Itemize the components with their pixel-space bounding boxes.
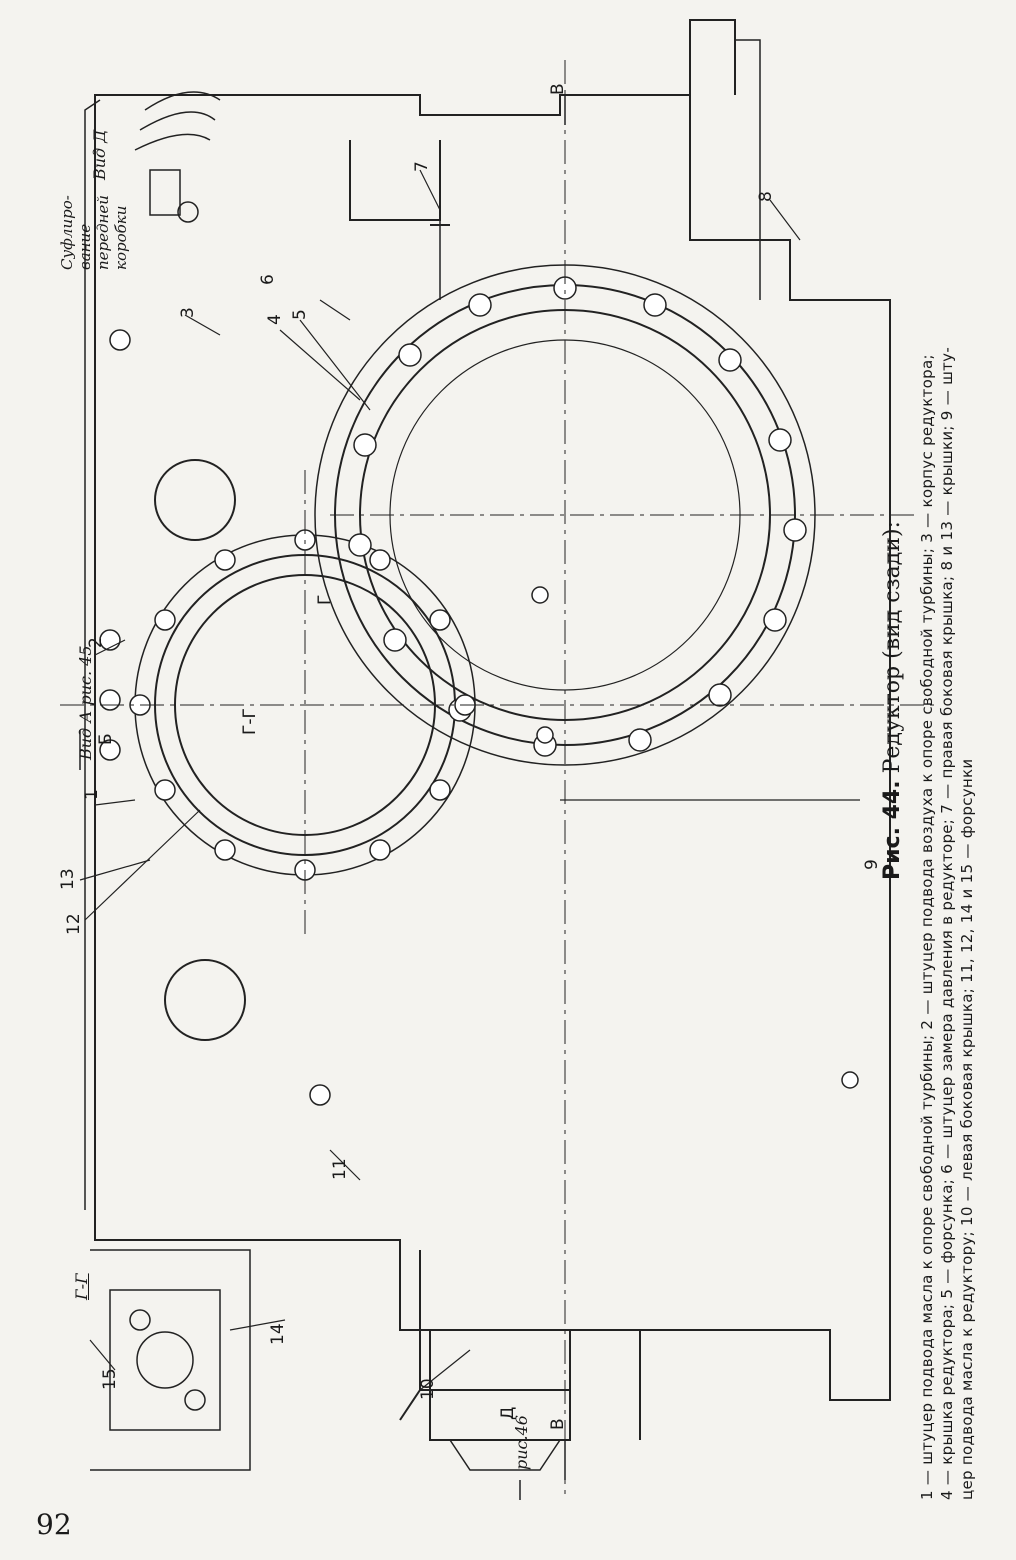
hole-upper bbox=[154, 459, 236, 541]
left-side-cover bbox=[399, 1250, 570, 1421]
view-a-label: Вид А рис. 45 bbox=[76, 645, 95, 760]
right-side-cover bbox=[349, 140, 450, 300]
figure-title: Редуктор (вид сзади): bbox=[880, 521, 905, 774]
letter-v-top: В bbox=[548, 83, 568, 95]
centre-lines bbox=[60, 60, 940, 1500]
callout-7: 7 bbox=[412, 161, 432, 172]
view-d-label: Вид Д bbox=[90, 129, 109, 180]
callout-1: 1 bbox=[82, 789, 102, 800]
callout-2: 2 bbox=[86, 637, 106, 648]
callout-4: 4 bbox=[265, 314, 285, 325]
fig46-ref-label: рис.46 bbox=[512, 1415, 531, 1470]
callout-3: 3 bbox=[178, 307, 198, 318]
caption-line-1: 1 — штуцер подвода масла к опоре свободн… bbox=[918, 354, 936, 1500]
suflirovanie-line-1: Суфлиро- bbox=[58, 195, 76, 270]
figure-number: Рис. 44. bbox=[880, 780, 905, 880]
callout-5: 5 bbox=[290, 309, 310, 320]
housing-outline bbox=[84, 19, 891, 1471]
callout-13: 13 bbox=[58, 868, 78, 890]
callout-6: 6 bbox=[258, 274, 278, 285]
callout-12: 12 bbox=[64, 913, 84, 935]
page-number: 92 bbox=[36, 1508, 72, 1541]
section-gg-label: Г-Г bbox=[72, 1273, 91, 1300]
bolt-pattern-large bbox=[348, 276, 807, 757]
callout-leaders bbox=[79, 169, 860, 1391]
edge-bosses bbox=[99, 329, 859, 1106]
figure-caption-title: Рис. 44. Редуктор (вид сзади): bbox=[880, 521, 905, 880]
suflirovanie-inset bbox=[134, 91, 221, 223]
letter-v-bottom: В bbox=[548, 1418, 568, 1430]
suflirovanie-line-3: передней bbox=[94, 195, 112, 270]
letter-b: Б bbox=[96, 733, 116, 745]
caption-line-2: 4 — крышка редуктора; 5 — форсунка; 6 — … bbox=[938, 346, 956, 1500]
callout-8: 8 bbox=[756, 191, 776, 202]
callout-9: 9 bbox=[862, 859, 882, 870]
callout-15: 15 bbox=[100, 1368, 120, 1390]
letter-d: Д bbox=[498, 1406, 518, 1420]
callout-14: 14 bbox=[268, 1323, 288, 1345]
caption-line-3: цер подвода масла к редуктору; 10 — лева… bbox=[958, 758, 976, 1500]
callout-11: 11 bbox=[330, 1158, 350, 1180]
suflirovanie-label: Суфлиро- вание передней коробки bbox=[58, 195, 130, 270]
section-gg-inset bbox=[90, 1249, 251, 1471]
suflirovanie-line-4: коробки bbox=[112, 205, 130, 270]
view-arrows bbox=[79, 95, 566, 1500]
section-gg-small: Г-Г bbox=[240, 708, 260, 735]
hole-lower bbox=[164, 959, 246, 1041]
callout-10: 10 bbox=[418, 1378, 438, 1400]
letter-g1: Г bbox=[315, 594, 335, 605]
suflirovanie-line-2: вание bbox=[76, 223, 94, 270]
